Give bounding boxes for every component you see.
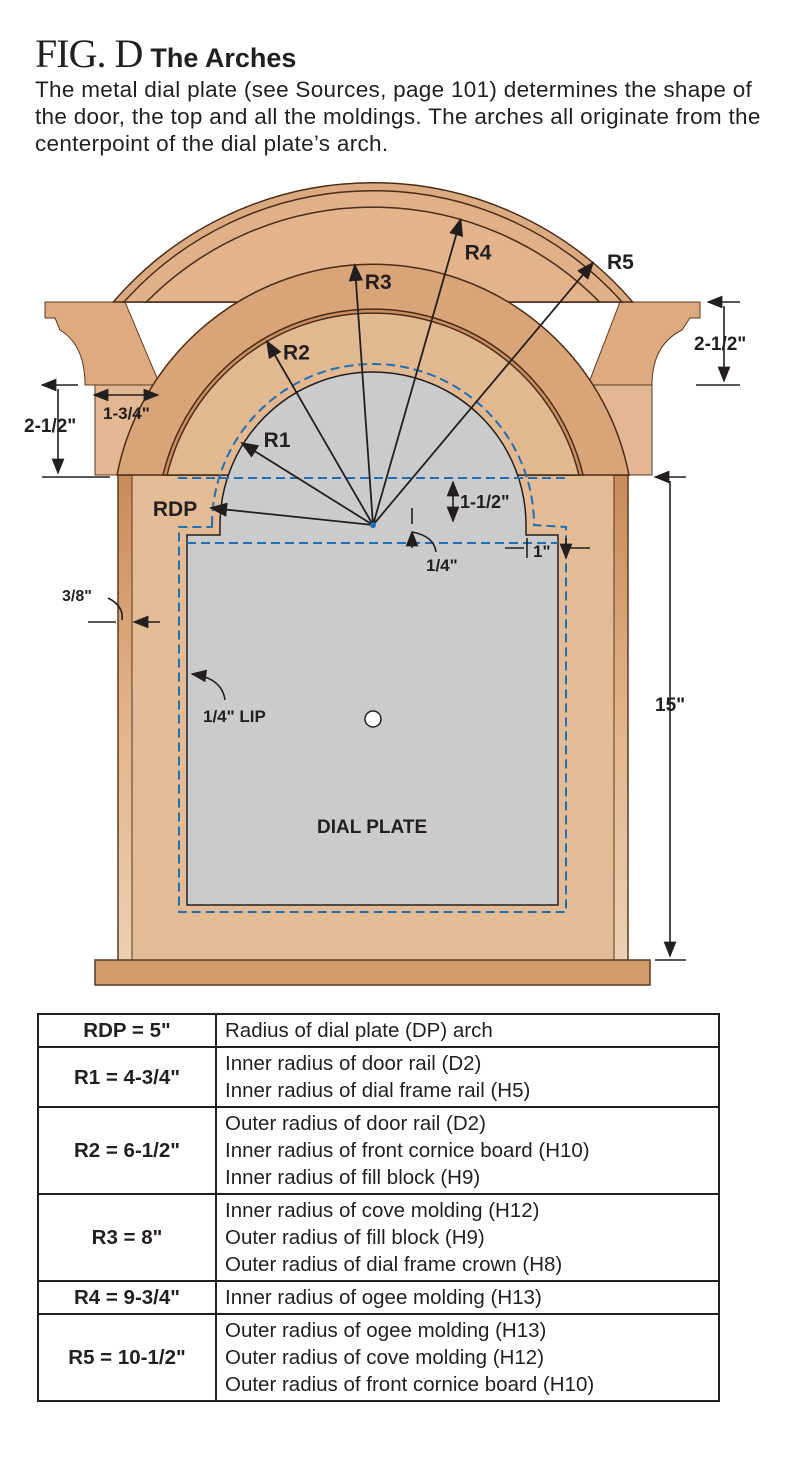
radius-label-r1: R1 [264,429,291,452]
description-line: Outer radius of fill block (H9) [225,1226,485,1249]
radius-key: R2 = 6-1/2" [37,1106,217,1195]
table-row: R2 = 6-1/2"Outer radius of door rail (D2… [37,1106,720,1195]
table-row: R1 = 4-3/4"Inner radius of door rail (D2… [37,1046,720,1108]
radius-label-rdp: RDP [153,498,197,521]
description-line: Inner radius of front cornice board (H10… [225,1139,590,1162]
radius-key: R3 = 8" [37,1193,217,1282]
description-line: Outer radius of front cornice board (H10… [225,1373,595,1396]
dim-door-height: 15" [655,695,685,716]
description-line: Inner radius of door rail (D2) [225,1052,482,1075]
figure-number: FIG. D [35,31,143,76]
description-line: Outer radius of cove molding (H12) [225,1346,545,1369]
figure-description: The metal dial plate (see Sources, page … [35,77,761,156]
door-height-dim [655,477,686,960]
dial-plate-label: DIAL PLATE [317,817,427,838]
table-row: RDP = 5" Radius of dial plate (DP) arch [37,1013,720,1048]
radius-description: Outer radius of door rail (D2) Inner radi… [215,1106,720,1195]
left-cornice [44,301,161,386]
radius-description: Radius of dial plate (DP) arch [215,1013,720,1048]
table-row: R3 = 8"Inner radius of cove molding (H12… [37,1193,720,1282]
description-line: Inner radius of fill block (H9) [225,1166,481,1189]
radius-description: Outer radius of ogee molding (H13) Outer … [215,1313,720,1402]
radius-arrow-r5 [372,261,595,526]
base-molding [94,959,651,986]
radius-label-r3: R3 [365,271,392,294]
frame-edge-leader [107,597,124,621]
description-line: Outer radius of ogee molding (H13) [225,1319,547,1342]
table-row: R5 = 10-1/2"Outer radius of ogee molding… [37,1313,720,1402]
lip-label: 1/4" LIP [203,707,266,726]
dim-block-width: 1-3/4" [103,404,150,423]
description-line: Inner radius of cove molding (H12) [225,1199,540,1222]
description-line: Inner radius of ogee molding (H13) [225,1286,542,1309]
radius-arrow-r2 [266,339,374,526]
block-height-dim [42,385,110,477]
cornice-dim-line [696,302,740,385]
radius-label-r5: R5 [607,251,634,274]
radius-description: Inner radius of cove molding (H12) Outer … [215,1193,720,1282]
radius-label-r4: R4 [465,241,492,264]
figure-title: The Arches [150,43,297,73]
dim-frame-edge: 3/8" [62,588,92,605]
quarter-leader [411,531,437,553]
description-line: Radius of dial plate (DP) arch [225,1019,493,1042]
description-line: Outer radius of dial frame crown (H8) [225,1253,563,1276]
radius-description: Inner radius of door rail (D2) Inner radi… [215,1046,720,1108]
dim-block-height: 2-1/2" [24,416,76,437]
radius-key: RDP = 5" [37,1013,217,1048]
winding-hole [364,710,382,728]
dim-arch-step: 1-1/2" [460,492,510,512]
arch-centerpoint [370,522,376,528]
cove-molding-arc [144,206,602,303]
description-line: Inner radius of dial frame rail (H5) [225,1079,531,1102]
dial-plate-cutline [178,363,568,913]
radius-key: R1 = 4-3/4" [37,1046,217,1108]
radius-arrow-r4 [372,217,464,526]
lip-leader [190,669,226,701]
radius-key: R4 = 9-3/4" [37,1280,217,1315]
radius-arrow-rdp [209,502,374,526]
one-inch-dim [505,538,590,558]
table-row: R4 = 9-3/4" Inner radius of ogee molding … [37,1280,720,1315]
radius-arrow-r1 [240,441,374,526]
dim-cornice-height: 2-1/2" [694,334,746,355]
radius-key: R5 = 10-1/2" [37,1313,217,1402]
radius-label-r2: R2 [283,341,310,364]
radius-description: Inner radius of ogee molding (H13) [215,1280,720,1315]
right-cornice [587,301,701,386]
radius-arrow-r3 [348,263,374,526]
dim-quarter: 1/4" [426,556,458,575]
dim-one-inch: 1" [533,542,551,561]
description-line: Outer radius of door rail (D2) [225,1112,486,1135]
arches-diagram: RDP R1 R2 R3 R4 R5 2-1/2" 2-1/2" 1-3/4" 15" 1… [24,182,746,986]
